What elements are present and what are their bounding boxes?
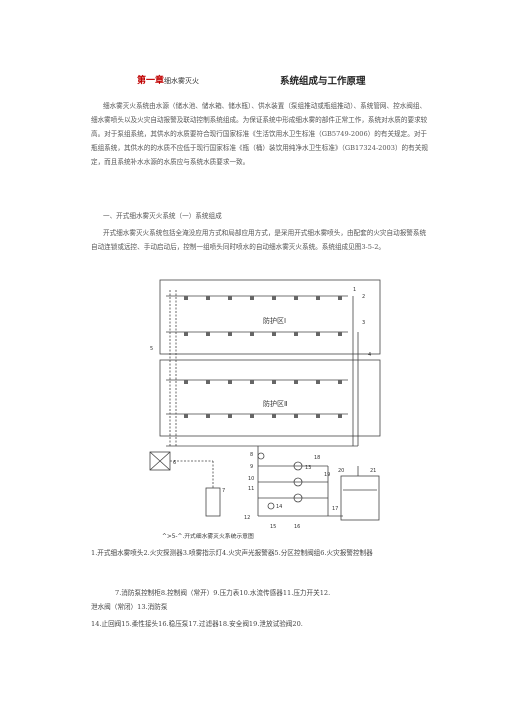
svg-text:16: 16 bbox=[294, 524, 300, 530]
svg-text:1: 1 bbox=[353, 287, 356, 293]
section-heading: 一、开式细水雾灭火系统（一）系统组成 bbox=[103, 212, 222, 220]
legend-line-3: 泄水阀（常闭）13.消防泵 bbox=[91, 603, 168, 611]
svg-text:21: 21 bbox=[370, 468, 376, 474]
svg-text:15: 15 bbox=[270, 524, 276, 530]
system-schematic: 防护区Ⅰ 防护区Ⅱ 1 2 3 4 5 6 7 8 9 10 11 12 13 … bbox=[149, 279, 381, 530]
svg-text:17: 17 bbox=[332, 506, 338, 512]
svg-text:18: 18 bbox=[314, 455, 320, 461]
svg-text:19: 19 bbox=[324, 472, 330, 478]
svg-text:4: 4 bbox=[368, 352, 371, 358]
svg-text:12: 12 bbox=[244, 515, 250, 521]
svg-text:20: 20 bbox=[338, 468, 344, 474]
water-tank bbox=[340, 475, 380, 521]
legend-line-1: 1.开式细水雾喷头2.火灾探测器3.喷雾指示灯4.火灾声光报警器5.分区控制阀组… bbox=[91, 549, 373, 557]
svg-text:9: 9 bbox=[250, 464, 253, 470]
legend-line-2: 7.消防泵控制柜8.控制阀（常开）9.压力表10.水流传感器11.压力开关12. bbox=[115, 589, 331, 597]
page-title: 系统组成与工作原理 bbox=[280, 76, 366, 87]
svg-text:8: 8 bbox=[250, 452, 253, 458]
zone1-label: 防护区Ⅰ bbox=[263, 316, 286, 325]
svg-text:5: 5 bbox=[150, 346, 153, 352]
svg-text:6: 6 bbox=[173, 460, 176, 466]
legend-line-4: 14.止回阀15.柔性接头16.稳压泵17.过滤器18.安全阀19.泄放试验阀2… bbox=[91, 620, 303, 628]
svg-text:10: 10 bbox=[248, 476, 254, 482]
svg-text:3: 3 bbox=[362, 320, 365, 326]
figure-caption: ^>5-^.开式细水雾灭火系统示意图 bbox=[162, 534, 254, 540]
svg-text:11: 11 bbox=[248, 486, 254, 492]
section-paragraph: 开式细水雾灭火系统包括全淹没应用方式和局部应用方式，是采用开式细水雾喷头，由配套… bbox=[91, 229, 427, 251]
intro-paragraph: 细水雾灭火系统由水源（储水池、储水箱、储水瓶）、供水装置（泵组推动或瓶组推动）、… bbox=[91, 102, 428, 166]
svg-text:13: 13 bbox=[305, 465, 311, 471]
zone2-boundary bbox=[159, 359, 381, 437]
title-row: 第一章细水雾灭火 系统组成与工作原理 bbox=[0, 73, 506, 89]
chapter-heading: 第一章细水雾灭火 bbox=[137, 76, 200, 86]
pump-control-cabinet bbox=[205, 487, 221, 517]
zone2-label: 防护区Ⅱ bbox=[263, 399, 287, 408]
svg-text:2: 2 bbox=[362, 294, 365, 300]
svg-text:7: 7 bbox=[222, 488, 225, 494]
zone1-boundary bbox=[159, 279, 381, 355]
svg-text:14: 14 bbox=[276, 504, 282, 510]
